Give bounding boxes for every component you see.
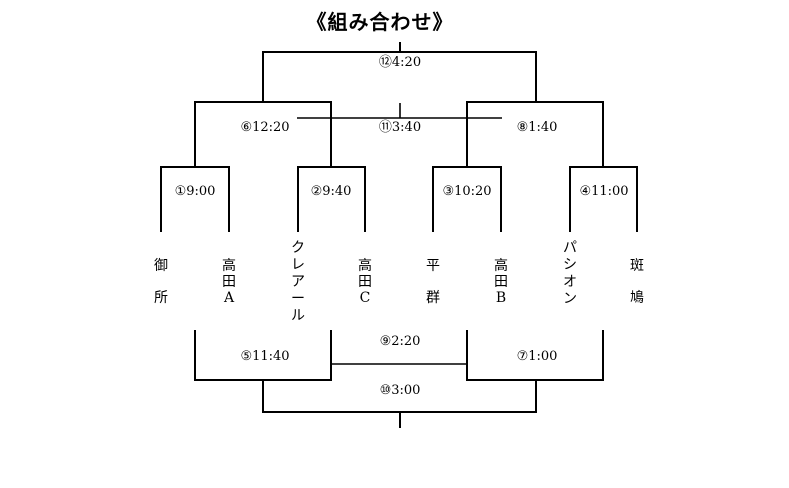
bracket-line-m4 [569, 166, 638, 232]
match-label-m8: ⑧1:40 [517, 120, 558, 135]
match-label-m4: ④11:00 [579, 184, 628, 199]
label-bg-m12 [375, 53, 425, 69]
match-label-m5: ⑤11:40 [240, 349, 289, 364]
bracket-line-m3 [432, 166, 502, 232]
team-name: 御所 [154, 258, 168, 306]
bracket-line-m1 [160, 166, 230, 232]
match-label-m7: ⑦1:00 [517, 349, 558, 364]
team-name: 斑鳩 [630, 258, 644, 306]
bracket-line-m2 [297, 166, 366, 232]
match-label-m11: ⑪3:40 [379, 120, 421, 135]
team-name: パシオン [563, 240, 577, 307]
team-name: クレアール [291, 240, 305, 324]
match-label-m10: ⑩3:00 [380, 383, 421, 398]
match-label-m1: ①9:00 [175, 184, 216, 199]
match-label-m9: ⑨2:20 [380, 334, 421, 349]
match-label-m12: ⑫4:20 [379, 55, 421, 70]
page-title: 《組み合わせ》 [306, 10, 454, 34]
team-name: 平群 [426, 258, 440, 306]
match-label-m2: ②9:40 [311, 184, 352, 199]
match-label-m6: ⑥12:20 [240, 120, 289, 135]
match-label-m3: ③10:20 [442, 184, 491, 199]
